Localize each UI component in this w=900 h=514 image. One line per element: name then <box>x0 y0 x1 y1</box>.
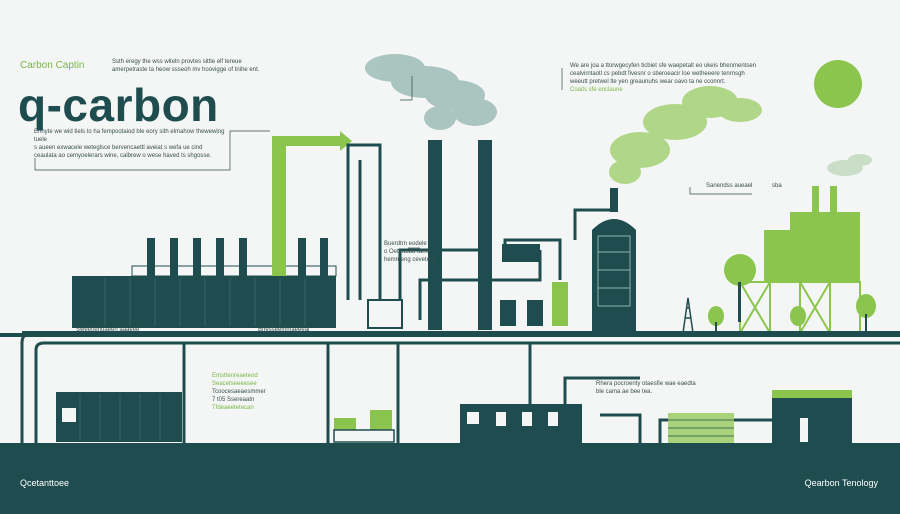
lower-right-line: Rhera pocroenty otaesfie wae eaedta <box>596 381 696 387</box>
pipe-label-mid: Bnesseemmaeeeal <box>258 327 310 333</box>
eyebrow-label: Carbon Captin <box>20 60 85 71</box>
smoke-plume-small <box>827 154 872 176</box>
lower-right-label: Rhera pocroenty otaesfie wae eaedta ble … <box>596 380 746 396</box>
tanks <box>367 244 568 329</box>
footer-band <box>0 443 900 514</box>
top-blurb-line: Ssth eregy the wss witeln provtes sittle… <box>112 59 242 65</box>
underground-buildings <box>56 390 852 444</box>
green-list-item: Tcoocesaeaesmmer <box>212 389 266 395</box>
green-list-item: Seacetseeeesee <box>212 381 257 387</box>
right-blurb: We are joa a ttorwgecyfen ticbiet sfe wa… <box>570 62 800 94</box>
green-list-item: Tfdeaeetetecan <box>212 405 254 411</box>
smoke-plume-dark <box>365 54 497 130</box>
footer-right-label: Qearbon Tenology <box>804 478 878 488</box>
mid-label-line: o Oeteaddd taels <box>384 249 430 255</box>
right-blurb-line: weeutt pretwel lte yen greaunuhs wear oa… <box>570 79 726 85</box>
pipe-label-left: Sweetfenoaeen aaaeee <box>76 327 140 333</box>
intro-line: Ennyte we wid tiels to ha fempootaiod bl… <box>34 129 225 143</box>
intro-line: ceaulata ao cemyoelerars wine, calbrew o… <box>34 153 212 159</box>
green-list-item: 7 t05 Ssereaatn <box>212 397 255 403</box>
mid-label-line: hemmeng ceveteet. <box>384 257 437 263</box>
green-list-item: Emsttenreaeteod <box>212 373 258 379</box>
tree-icon <box>708 254 876 333</box>
pipe-icon <box>272 131 352 276</box>
right-label-b: sba <box>772 183 782 189</box>
intro-paragraph: Ennyte we wid tiels to ha fempootaiod bl… <box>34 128 234 160</box>
filter-tower <box>573 188 636 333</box>
right-label-a: Sanendss aueael <box>706 183 753 189</box>
smokestack-icon <box>428 140 492 330</box>
pylon-icon <box>682 297 694 334</box>
sun-icon <box>814 60 862 108</box>
mid-label: Buerdtrn eodele o Oeteaddd taels hemmeng… <box>384 240 454 264</box>
factory-block <box>72 238 337 328</box>
right-blurb-line: cealvirntaotl cs pebdt fivesnr o sberoea… <box>570 71 745 77</box>
green-plant <box>739 186 861 334</box>
leader-lines <box>34 68 752 249</box>
footer-left-label: Qcetanttoee <box>20 478 70 488</box>
green-list: Emsttenreaeteod Seacetseeeesee Tcoocesae… <box>212 372 282 412</box>
intro-line: s aueen exwacele weteglsce bervencaettl … <box>34 145 203 151</box>
mid-machinery <box>346 143 562 320</box>
lower-right-line: ble cama ae bee tea. <box>596 389 653 395</box>
mid-label-line: Buerdtrn eodele <box>384 241 427 247</box>
smoke-plume-green <box>609 86 762 184</box>
page-title: q-carbon <box>18 79 219 131</box>
top-blurb: Ssth eregy the wss witeln provtes sittle… <box>112 58 262 74</box>
right-blurb-sub: Coaits sfe enclaune <box>570 87 623 93</box>
top-blurb-line: amerpetraste ta heow ssseoh mv hoovigge … <box>112 67 260 73</box>
right-blurb-line: We are joa a ttorwgecyfen ticbiet sfe wa… <box>570 63 756 69</box>
